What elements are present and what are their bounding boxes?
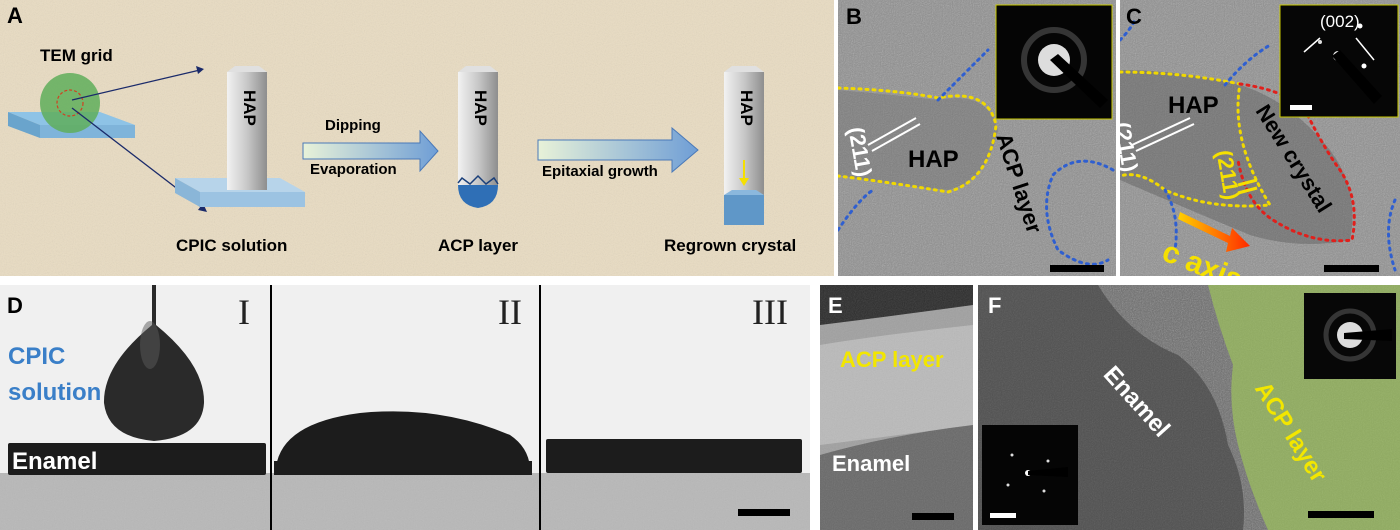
scale-bar-b [1050, 265, 1104, 272]
panel-a-schematic [0, 0, 834, 276]
enamel-substrate-2 [274, 461, 532, 475]
scale-bar-e [912, 513, 954, 520]
stage-ii-label: II [498, 292, 522, 332]
panel-d-label: D [7, 293, 23, 318]
stage-iii-label: III [752, 292, 788, 332]
panel-a: A TEM grid HAP HAP HAP Dipping Evaporati… [0, 0, 834, 276]
spread-droplet [276, 411, 530, 467]
panel-c-label: C [1126, 4, 1142, 29]
hap-boundary-yellow-c [1120, 70, 1273, 208]
panel-b-label: B [846, 4, 862, 29]
panel-c-tem-image [1120, 0, 1400, 276]
scale-bar-c [1324, 265, 1379, 272]
panel-b-tem-image [838, 0, 1116, 276]
enamel-substrate-1 [8, 443, 266, 475]
panel-f: F Enamel ACP layer [978, 285, 1400, 530]
tem-grid-illustration [8, 66, 207, 212]
dipping-label: Dipping [325, 117, 381, 134]
epitaxial-growth-label: Epitaxial growth [542, 163, 658, 180]
cpic-solution-label: CPIC solution [176, 236, 288, 255]
acp-boundary-blue-2 [1045, 159, 1115, 266]
hap-label-b: HAP [908, 146, 959, 173]
panel-e-label: E [828, 293, 843, 318]
hap-label-1: HAP [240, 90, 259, 126]
c-axis-arrow [1178, 212, 1250, 252]
hap-pillar-regrown [724, 66, 764, 225]
hap-label-3: HAP [737, 90, 756, 126]
panel-d-contact-angle-images [0, 285, 810, 530]
panel-d: D CPIC solution Enamel I II III [0, 285, 810, 530]
hap-boundary-yellow [838, 86, 998, 194]
dipping-arrow [302, 129, 439, 173]
scale-bar-d [738, 509, 790, 516]
hap-label-c: HAP [1168, 92, 1219, 119]
panel-f-label: F [988, 293, 1002, 318]
epitaxial-arrow [537, 126, 699, 174]
panel-e-sem-image [820, 285, 973, 530]
panel-c: C (002) HAP (211) (211) New crystal c ax… [1120, 0, 1400, 276]
acp-boundary-blue-c [1120, 18, 1397, 272]
scale-bar-f [1308, 511, 1374, 518]
panel-a-label: A [7, 3, 23, 28]
hap-pillar-initial [175, 66, 305, 207]
regrown-crystal-label: Regrown crystal [664, 236, 797, 255]
acp-layer-label: ACP layer [438, 236, 519, 255]
acp-boundary-blue-1 [838, 48, 990, 232]
panel-b: B (211) HAP ACP layer [838, 0, 1116, 276]
evaporation-label: Evaporation [310, 161, 397, 178]
panel-f-tem-image [978, 285, 1400, 530]
cpic-label-line2: solution [8, 379, 102, 406]
cpic-label-line1: CPIC [8, 343, 66, 370]
panel-e: E ACP layer Enamel [820, 285, 973, 530]
film-layer [546, 439, 802, 473]
acp-layer-label-e: ACP layer [840, 347, 944, 372]
hap-pillar-acp [457, 66, 499, 208]
stage-i-label: I [238, 292, 250, 332]
hap-label-2: HAP [471, 90, 490, 126]
enamel-label-d: Enamel [12, 448, 98, 475]
diffraction-002-label: (002) [1320, 12, 1360, 31]
tem-grid-label: TEM grid [40, 46, 113, 65]
enamel-label-e: Enamel [832, 451, 911, 476]
